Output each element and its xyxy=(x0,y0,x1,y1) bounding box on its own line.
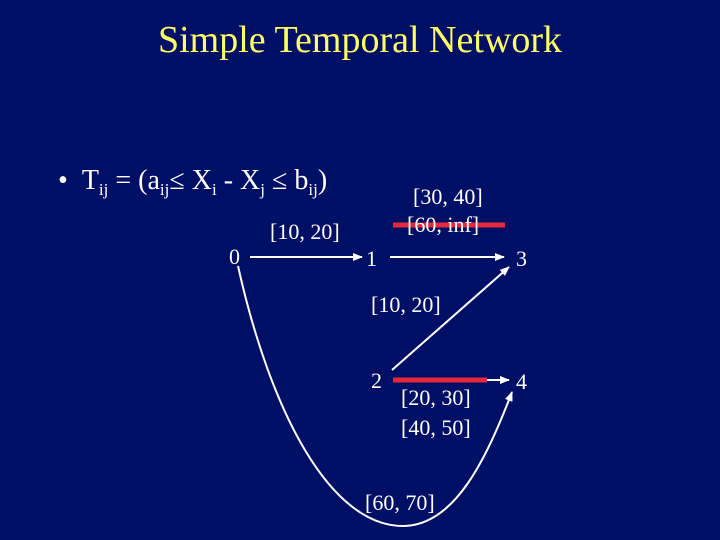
bullet-formula: •Tij = (aij≤ Xi - Xj ≤ bij) xyxy=(58,165,327,200)
formula-xj-sub: j xyxy=(260,180,265,199)
formula-xi-sub: i xyxy=(211,180,217,199)
edge-0-4 xyxy=(237,265,513,528)
edge-0-1-label: [10, 20] xyxy=(270,219,340,244)
formula-t: T xyxy=(81,165,99,196)
formula-close: ) xyxy=(317,165,328,196)
edge-2-4-label-b: [40, 50] xyxy=(401,415,471,440)
node-4: 4 xyxy=(516,369,527,394)
formula-t-sub: ij xyxy=(98,180,109,199)
edge-2-4-label-a: [20, 30] xyxy=(401,385,471,410)
edge-2-3 xyxy=(391,266,510,371)
edge-1-3-label-a: [30, 40] xyxy=(413,184,483,209)
edge-2-3-label: [10, 20] xyxy=(371,292,441,317)
formula-b-sub: ij xyxy=(308,180,318,199)
node-1: 1 xyxy=(366,246,377,271)
edge-1-3-label-b: [60, inf] xyxy=(407,212,480,237)
slide-title: Simple Temporal Network xyxy=(157,19,562,61)
formula-le1: ≤ X xyxy=(169,165,212,196)
node-3: 3 xyxy=(516,246,527,271)
node-0: 0 xyxy=(229,244,240,269)
edge-0-4-label: [60, 70] xyxy=(365,490,435,515)
formula-eq: = (a xyxy=(108,165,160,196)
formula-le2: ≤ b xyxy=(264,165,309,196)
node-2: 2 xyxy=(371,368,382,393)
formula-a-sub: ij xyxy=(159,180,170,199)
formula-minus: - X xyxy=(216,165,261,196)
bullet-marker: • xyxy=(58,165,68,196)
